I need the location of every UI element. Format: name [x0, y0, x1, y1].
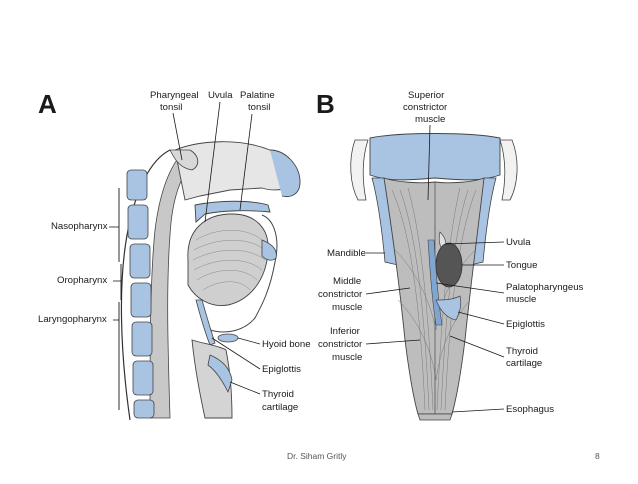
label-palatine-tonsil-line1: Palatine [240, 90, 275, 101]
label-thyroid-cartilage-a-line1: Thyroid [262, 389, 294, 400]
region-brackets [119, 188, 121, 410]
tongue-a [188, 214, 268, 306]
label-hyoid-bone: Hyoid bone [262, 339, 311, 350]
label-laryngopharynx: Laryngopharynx [38, 314, 107, 325]
label-pharyngeal-tonsil-line1: Pharyngeal [150, 90, 199, 101]
cervical-vertebrae [127, 170, 154, 418]
label-nasopharynx: Nasopharynx [51, 221, 108, 232]
label-pharyngeal-tonsil-line2: tonsil [160, 102, 182, 113]
label-middle-constrictor-line2: constrictor [318, 289, 363, 300]
label-palatopharyngeus-line2: muscle [506, 294, 536, 305]
label-superior-constrictor-line1: Superior [408, 90, 445, 101]
label-uvula-b: Uvula [506, 237, 531, 248]
label-uvula-a: Uvula [208, 90, 233, 101]
panel-b-letter: B [316, 89, 335, 119]
label-superior-constrictor-line2: constrictor [403, 102, 448, 113]
footer-page-number: 8 [595, 451, 600, 461]
hyoid-bone-shape [218, 334, 238, 342]
skull-base-b [370, 134, 500, 180]
label-palatine-tonsil-line2: tonsil [248, 102, 270, 113]
footer-author: Dr. Siham Gritly [287, 451, 347, 461]
label-middle-constrictor-line1: Middle [333, 276, 361, 287]
label-thyroid-cartilage-b-line2: cartilage [506, 358, 542, 369]
panel-a-letter: A [38, 89, 57, 119]
right-mastoid [500, 140, 517, 200]
esophagus-shape [418, 414, 452, 420]
label-palatopharyngeus-line1: Palatopharyngeus [506, 282, 584, 293]
label-esophagus: Esophagus [506, 404, 554, 415]
label-oropharynx: Oropharynx [57, 275, 107, 286]
label-epiglottis-b: Epiglottis [506, 319, 545, 330]
label-mandible: Mandible [327, 248, 366, 259]
label-inferior-constrictor-line2: constrictor [318, 339, 363, 350]
label-inferior-constrictor-line3: muscle [332, 352, 362, 363]
label-thyroid-cartilage-b-line1: Thyroid [506, 346, 538, 357]
tongue-b-shape [436, 243, 462, 287]
label-tongue: Tongue [506, 260, 537, 271]
panel-b: B Superio [316, 89, 584, 420]
label-inferior-constrictor-line1: Inferior [330, 326, 361, 337]
panel-a: A [38, 89, 311, 420]
left-mastoid [351, 140, 368, 200]
label-epiglottis-a: Epiglottis [262, 364, 301, 375]
label-thyroid-cartilage-a-line2: cartilage [262, 402, 298, 413]
lower-lip [262, 240, 276, 260]
label-superior-constrictor-line3: muscle [415, 114, 445, 125]
label-middle-constrictor-line3: muscle [332, 302, 362, 313]
